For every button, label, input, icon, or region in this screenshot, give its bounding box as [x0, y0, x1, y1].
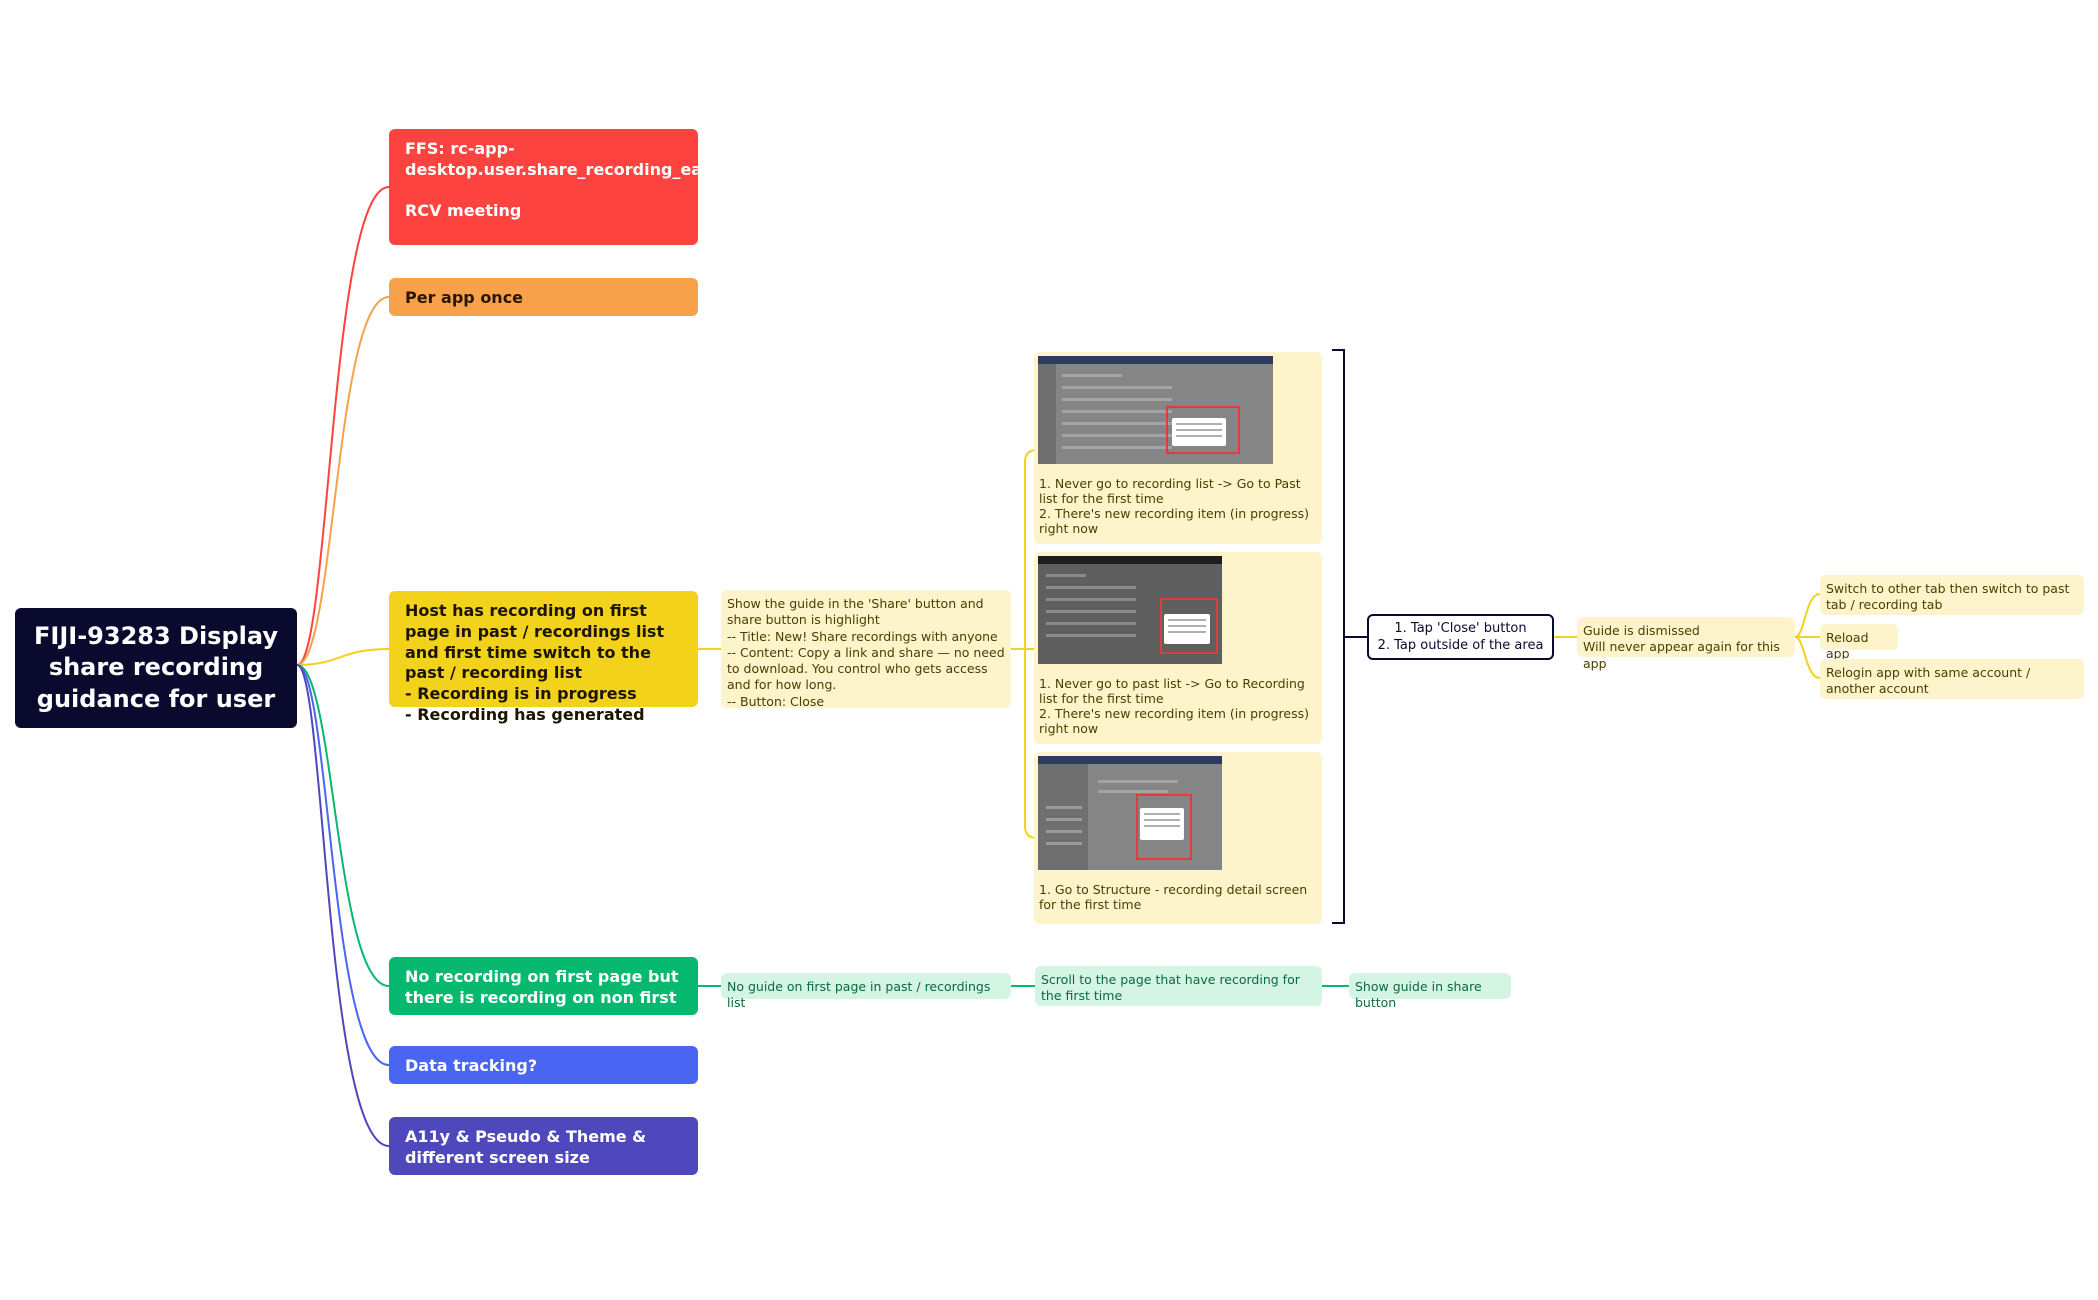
- no-guide-first-page[interactable]: No guide on first page in past / recordi…: [721, 973, 1011, 1010]
- case-relogin-app[interactable]: Relogin app with same account / another …: [1820, 659, 2084, 699]
- screenshot-recording-list: [1038, 556, 1222, 664]
- branch-per-app-once[interactable]: Per app once: [389, 278, 698, 316]
- scenario-card-past-list[interactable]: 1. Never go to recording list -> Go to P…: [1034, 352, 1322, 544]
- branch-data-tracking[interactable]: Data tracking?: [389, 1046, 698, 1084]
- branch-ffs[interactable]: FFS: rc-app-desktop.user.share_recording…: [389, 129, 733, 245]
- branch-host-has-recording[interactable]: Host has recording on first page in past…: [389, 591, 698, 724]
- branch-a11y[interactable]: A11y & Pseudo & Theme & different screen…: [389, 1117, 698, 1175]
- screenshot-recording-detail: [1038, 756, 1222, 870]
- scenario-card-recording-detail[interactable]: 1. Go to Structure - recording detail sc…: [1034, 752, 1322, 924]
- edge-result-case-3: [1794, 636, 1821, 679]
- edge-root-tracking: [296, 664, 390, 1066]
- edge-root-per-app: [296, 296, 390, 666]
- edge-root-a11y: [296, 664, 390, 1147]
- scenario-bracket: [1332, 349, 1345, 924]
- edge-root-host: [296, 648, 390, 666]
- scenario-2-text: 1. Never go to past list -> Go to Record…: [1039, 676, 1309, 736]
- edge-result-case-1: [1794, 593, 1821, 638]
- screenshot-past-list: [1038, 356, 1273, 464]
- branch-no-recording-first-page[interactable]: No recording on first page but there is …: [389, 957, 698, 1028]
- root-topic[interactable]: FIJI-93283 Display share recording guida…: [15, 608, 297, 728]
- scenario-3-text: 1. Go to Structure - recording detail sc…: [1039, 882, 1308, 912]
- scenario-1-text: 1. Never go to recording list -> Go to P…: [1039, 476, 1309, 536]
- scenario-card-recording-list[interactable]: 1. Never go to past list -> Go to Record…: [1034, 552, 1322, 744]
- dismiss-condition[interactable]: 1. Tap 'Close' button 2. Tap outside of …: [1367, 614, 1554, 660]
- show-guide-share-button[interactable]: Show guide in share button: [1349, 973, 1511, 1010]
- guide-description-note[interactable]: Show the guide in the 'Share' button and…: [721, 590, 1011, 709]
- edge-root-ffs: [296, 186, 390, 666]
- dismiss-result[interactable]: Guide is dismissed Will never appear aga…: [1577, 617, 1795, 671]
- case-reload-app[interactable]: Reload app: [1820, 624, 1898, 661]
- scroll-to-recording-page[interactable]: Scroll to the page that have recording f…: [1035, 966, 1322, 1006]
- case-switch-tab[interactable]: Switch to other tab then switch to past …: [1820, 575, 2084, 615]
- edge-root-no-recording: [296, 664, 390, 987]
